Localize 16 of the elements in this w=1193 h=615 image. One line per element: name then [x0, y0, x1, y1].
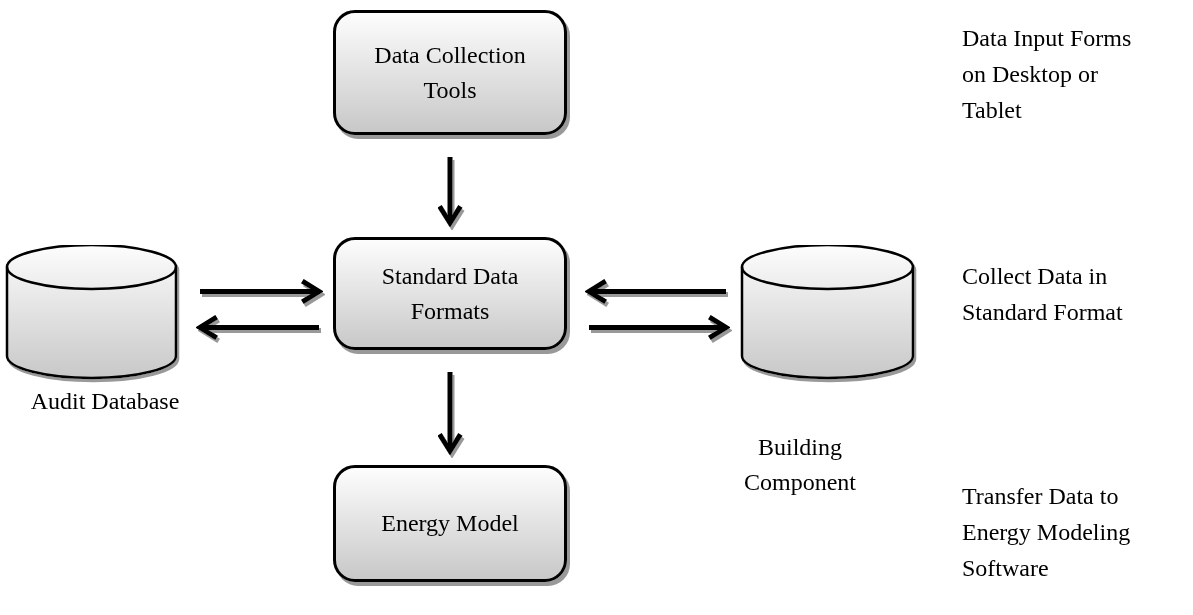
- node-label: Standard Data Formats: [380, 261, 520, 326]
- note-text: Transfer Data to Energy Modeling Software: [962, 482, 1132, 583]
- node-caption: Audit Database: [29, 387, 181, 416]
- note-text: Data Input Forms on Desktop or Tablet: [962, 24, 1133, 125]
- arrow: [589, 314, 729, 341]
- node-label: Energy Model: [381, 509, 519, 539]
- arrow: [200, 278, 322, 305]
- database-cylinder: [5, 245, 178, 380]
- arrow: [586, 278, 726, 305]
- note-text: Collect Data in Standard Format: [962, 262, 1124, 327]
- database-cylinder: [740, 245, 915, 380]
- arrow: [437, 372, 463, 454]
- node-caption: Building Component: [743, 433, 857, 497]
- arrow: [197, 314, 319, 341]
- node-label: Data Collection Tools: [373, 40, 527, 105]
- arrow: [437, 157, 463, 226]
